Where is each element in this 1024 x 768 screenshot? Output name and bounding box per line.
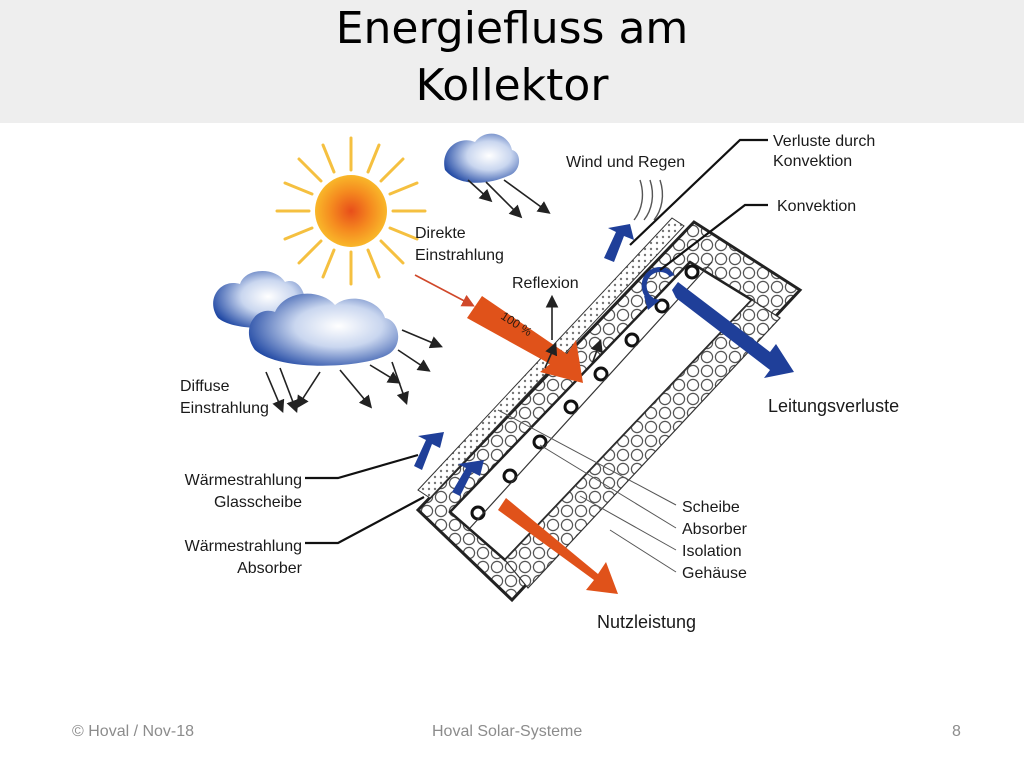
large-cloud-icon	[213, 270, 443, 413]
direct-irradiation-label-2: Einstrahlung	[415, 247, 504, 264]
collector	[415, 217, 803, 603]
heat-radiation-glass-arrow	[414, 432, 444, 470]
direct-irradiation-label-1: Direkte	[415, 225, 466, 242]
convection-loss-label-2: Konvektion	[773, 153, 853, 170]
reflexion-arrow-small-2	[544, 342, 558, 369]
useful-power-label: Nutzleistung	[597, 612, 697, 632]
blue-arrows	[414, 224, 794, 496]
convection-loss-arrow	[604, 224, 634, 262]
sun-icon	[275, 136, 427, 286]
slide-title: Energiefluss am Kollektor	[0, 0, 1024, 114]
housing-label: Gehäuse	[682, 565, 747, 582]
heat-radiation-glass-label-2: Glasscheibe	[213, 494, 302, 511]
convection-loss-label-1: Verluste durch	[773, 133, 876, 150]
component-callouts	[497, 409, 677, 573]
reflexion-arrow-small	[590, 338, 603, 365]
footer-copyright: © Hoval / Nov-18	[72, 723, 195, 740]
wind-icon	[633, 179, 664, 221]
small-cloud-icon	[444, 133, 551, 219]
useful-power-arrow	[498, 498, 618, 594]
glass-pane-label: Scheibe	[682, 499, 740, 516]
heat-radiation-absorber-arrow	[452, 460, 484, 496]
heat-radiation-absorber-label-1: Wärmestrahlung	[184, 538, 302, 555]
title-bar	[0, 0, 1024, 123]
reflexion-label: Reflexion	[512, 275, 579, 292]
callout-lines	[305, 138, 768, 545]
footer-company: Hoval Solar-Systeme	[432, 723, 583, 740]
insulation-label: Isolation	[682, 543, 742, 560]
heat-radiation-absorber-label-2: Absorber	[237, 560, 302, 577]
conduction-loss-arrow	[672, 282, 794, 378]
heat-radiation-glass-label-1: Wärmestrahlung	[184, 472, 302, 489]
footer-page-number: 8	[952, 723, 961, 740]
title-line-2: Kollektor	[415, 60, 609, 111]
title-line-1: Energiefluss am	[335, 3, 689, 54]
convection-label: Konvektion	[777, 198, 857, 215]
absorber-label: Absorber	[682, 521, 747, 538]
diffuse-label-1: Diffuse	[180, 378, 230, 395]
convection-icon	[641, 267, 675, 303]
diffuse-label-2: Einstrahlung	[180, 400, 269, 417]
convection-arrowhead	[644, 296, 660, 310]
conduction-loss-label: Leitungsverluste	[768, 396, 900, 416]
wind-rain-label: Wind und Regen	[566, 154, 686, 171]
